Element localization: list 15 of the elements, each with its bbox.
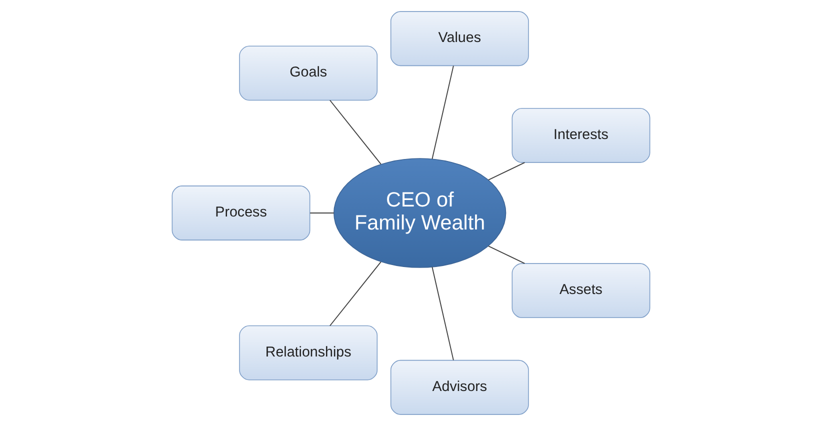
connector <box>329 261 382 326</box>
connector <box>310 212 334 214</box>
node-box: Process <box>172 186 310 240</box>
connector <box>432 65 454 160</box>
node-box: Goals <box>239 46 378 101</box>
connector <box>488 162 526 180</box>
connector <box>329 100 382 165</box>
node-box: Relationships <box>239 325 378 380</box>
connector <box>488 246 526 264</box>
node-box: Values <box>390 11 529 66</box>
node-box: Advisors <box>390 360 529 415</box>
node-ellipse: CEO of Family Wealth <box>334 158 506 268</box>
node-box: Interests <box>512 108 650 163</box>
node-box: Assets <box>512 263 650 318</box>
connector <box>432 266 454 361</box>
